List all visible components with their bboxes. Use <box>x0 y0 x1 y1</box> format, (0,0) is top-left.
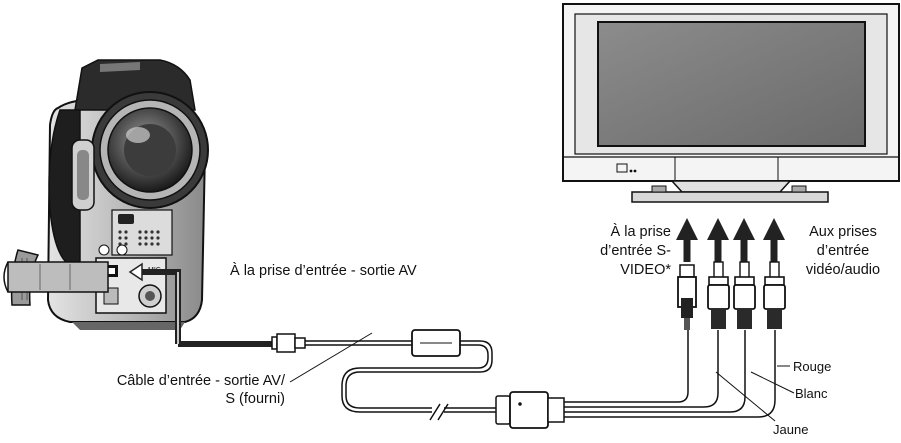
yellow-label: Jaune <box>773 422 809 437</box>
rca-plug-icon-red <box>763 261 786 329</box>
arrow-up-icon-svideo <box>676 218 698 262</box>
rca-plug-icon-yellow <box>707 261 730 329</box>
red-label: Rouge <box>793 359 832 374</box>
arrow-up-icon-red <box>763 218 785 262</box>
camcorder-icon: MIC <box>3 59 209 330</box>
av-jack-label: À la prise d’entrée - sortie AV <box>230 263 417 279</box>
arrow-up-icon-yellow <box>707 218 729 262</box>
camcorder-av-lead <box>128 262 275 347</box>
arrows <box>676 218 785 262</box>
av-input-label-line2: d’entrée <box>816 243 870 259</box>
cable-label-line1: Câble d’entrée - sortie AV/ <box>116 373 285 389</box>
cable-label-line2: S (fourni) <box>225 391 285 407</box>
tv-icon <box>562 3 900 203</box>
rca-plug-icon-white <box>733 261 756 329</box>
svideo-plug-icon <box>677 264 697 330</box>
arrow-up-icon-white <box>733 218 755 262</box>
av-input-label-line1: Aux prises <box>809 224 877 240</box>
svideo-label-line2: d’entrée S- <box>600 243 671 259</box>
leader-lines <box>289 332 795 422</box>
svideo-label-line3: VIDEO* <box>620 262 671 278</box>
av-input-label-line3: vidéo/audio <box>805 262 881 278</box>
plugs <box>677 261 786 330</box>
svideo-label-line1: À la prise <box>610 224 671 240</box>
av-cable <box>271 329 776 429</box>
white-label: Blanc <box>795 386 828 401</box>
